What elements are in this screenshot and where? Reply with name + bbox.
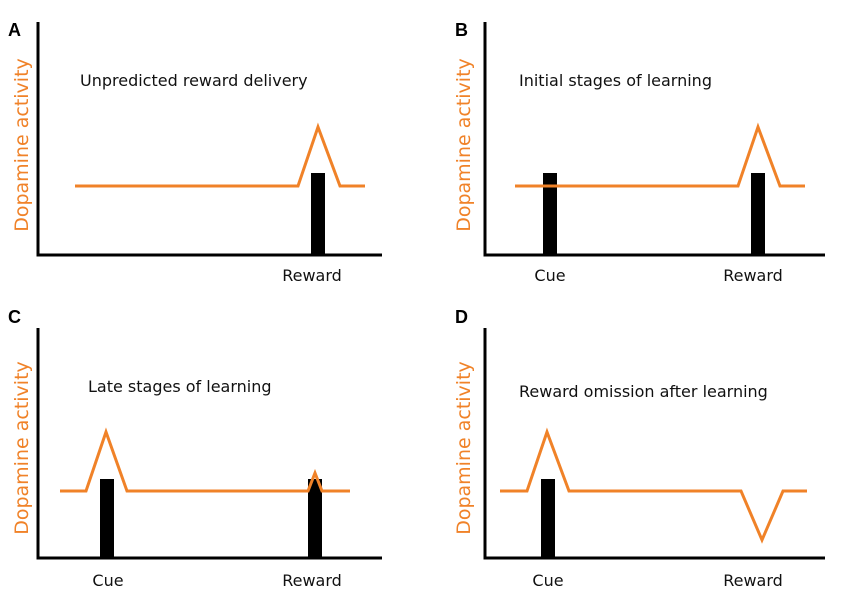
panel-c-reward-label: Reward [282, 571, 342, 590]
panel-d-reward-label: Reward [723, 571, 783, 590]
panel-b-cue-label: Cue [534, 266, 565, 285]
panel-a-caption: Unpredicted reward delivery [80, 71, 308, 90]
panel-a: A Unpredicted reward delivery Dopamine a… [8, 20, 382, 285]
panel-c: C Late stages of learning Dopamine activ… [8, 307, 382, 590]
panel-d-ylabel: Dopamine activity [453, 361, 475, 535]
panel-d-cue-bar [541, 479, 555, 558]
panel-b-caption: Initial stages of learning [519, 71, 712, 90]
panel-a-reward-label: Reward [282, 266, 342, 285]
panel-b-letter: B [455, 20, 468, 40]
panel-c-reward-bar [308, 479, 322, 558]
panel-d-axes [483, 328, 825, 560]
panel-c-cue-label: Cue [92, 571, 123, 590]
panel-d-dopamine-trace [500, 427, 807, 544]
panel-a-ylabel: Dopamine activity [11, 58, 33, 232]
panel-a-letter: A [8, 20, 21, 40]
panel-c-letter: C [8, 307, 21, 327]
panel-b: B Initial stages of learning Dopamine ac… [453, 20, 825, 285]
panel-b-cue-bar [543, 173, 557, 255]
panel-c-ylabel: Dopamine activity [11, 361, 33, 535]
panel-c-axes [36, 328, 382, 560]
panel-d-letter: D [455, 307, 468, 327]
panel-b-reward-bar [751, 173, 765, 255]
panel-b-ylabel: Dopamine activity [453, 58, 475, 232]
panel-c-caption: Late stages of learning [88, 377, 272, 396]
panel-a-reward-bar [311, 173, 325, 255]
panel-c-cue-bar [100, 479, 114, 558]
panel-a-axes [36, 22, 382, 257]
panel-d-cue-label: Cue [532, 571, 563, 590]
panel-a-dopamine-trace [75, 122, 365, 188]
panel-b-reward-label: Reward [723, 266, 783, 285]
panel-c-dopamine-trace [60, 427, 350, 493]
panel-d-caption: Reward omission after learning [519, 382, 768, 401]
panel-b-dopamine-trace [515, 122, 805, 188]
panel-d: D Reward omission after learning Dopamin… [453, 307, 825, 590]
panel-b-axes [483, 22, 825, 257]
